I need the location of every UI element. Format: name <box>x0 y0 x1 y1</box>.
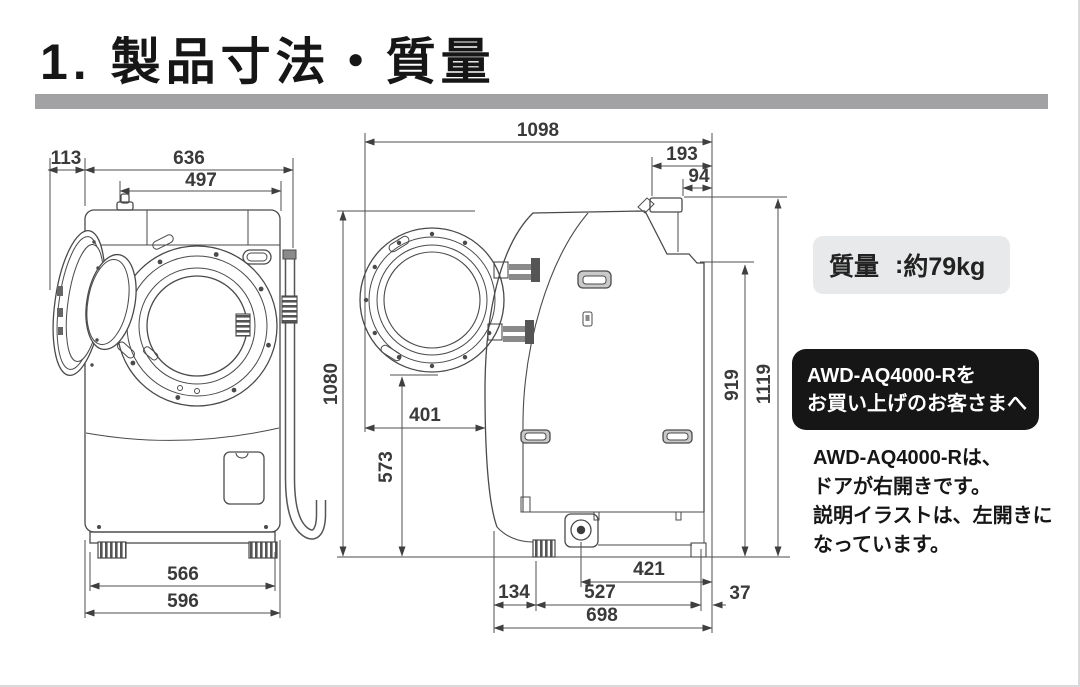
notice-text-line2: ドアが右開きです。 <box>813 476 991 498</box>
notice-text-line3: 説明イラストは、左開きに <box>813 505 1053 527</box>
front-view-body <box>84 193 281 559</box>
dim-527: 527 <box>584 582 616 603</box>
notice-text-line4: なっています。 <box>813 534 950 556</box>
base-and-feet <box>89 525 278 559</box>
dim-134: 134 <box>498 582 530 603</box>
side-open-door <box>359 227 540 373</box>
door-hinges <box>487 258 540 344</box>
weight-label: 質量 <box>829 253 880 281</box>
side-base <box>496 496 707 558</box>
dim-566: 566 <box>167 564 199 585</box>
dim-94: 94 <box>688 166 710 187</box>
dim-497: 497 <box>185 170 217 191</box>
dim-698: 698 <box>586 605 618 626</box>
dim-919: 919 <box>722 369 743 401</box>
notice-text-line1: AWD-AQ4000-Rは、 <box>813 447 1002 469</box>
front-view-dimensions <box>47 158 294 618</box>
dim-596: 596 <box>167 591 199 612</box>
side-view-dimensions <box>337 133 787 633</box>
dim-401: 401 <box>409 405 441 426</box>
notice-text: AWD-AQ4000-Rは、 ドアが右開きです。 説明イラストは、左開きに なっ… <box>813 444 1053 560</box>
dim-636: 636 <box>173 148 205 169</box>
notice-banner: AWD-AQ4000-Rを お買い上げのお客さまへ <box>792 349 1039 430</box>
dim-1080: 1080 <box>321 363 342 405</box>
dispenser-handle <box>242 249 272 265</box>
dim-193: 193 <box>666 144 698 165</box>
dim-113: 113 <box>51 148 82 169</box>
dim-1119: 1119 <box>754 364 775 404</box>
notice-banner-line1: AWD-AQ4000-Rを <box>807 365 976 387</box>
notice-banner-line2: お買い上げのお客さまへ <box>807 393 1027 415</box>
dim-1098: 1098 <box>517 120 559 141</box>
side-handles <box>520 270 693 444</box>
side-view-body <box>484 197 707 558</box>
weight-badge: 質量:約79kg <box>813 236 1010 294</box>
water-inlet <box>637 197 683 252</box>
top-cap-icon <box>116 193 134 211</box>
front-view: 113 636 497 566 596 <box>47 148 327 618</box>
dim-421: 421 <box>633 559 665 580</box>
door-latch <box>235 313 251 337</box>
dim-37: 37 <box>729 583 750 604</box>
weight-colon: : <box>895 250 904 279</box>
title-divider-bar <box>35 94 1048 109</box>
open-door <box>52 229 137 377</box>
door-hinge-parts <box>57 286 63 335</box>
page-title: 1. 製品寸法・質量 <box>40 34 496 90</box>
dim-573: 573 <box>376 451 397 483</box>
access-panel <box>223 451 265 505</box>
drain-hose <box>281 249 327 540</box>
weight-value: 約79kg <box>903 253 986 281</box>
side-view: 1098 193 94 1080 401 573 919 1119 421 13… <box>321 120 790 633</box>
door-ring <box>116 234 278 407</box>
